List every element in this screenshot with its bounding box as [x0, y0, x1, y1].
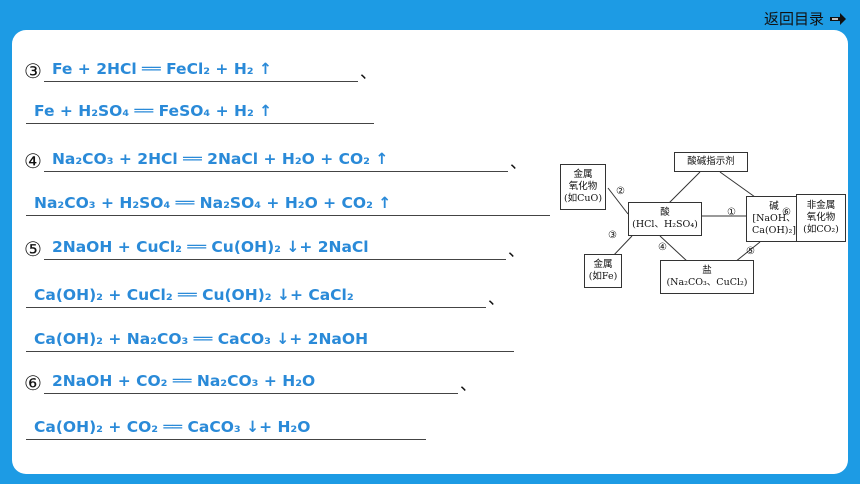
salt-box: 盐 (Na₂CO₃、CuCl₂) [660, 260, 754, 294]
equation-5c: Ca(OH)₂ + Na₂CO₃ ══ CaCO₃ ↓+ 2NaOH [26, 328, 514, 352]
marker-5: ⑤ [24, 237, 42, 261]
equation-text: Ca(OH)₂ + Na₂CO₃ ══ CaCO₃ ↓+ 2NaOH [26, 328, 514, 352]
marker-1: ① [727, 207, 736, 218]
nonmetal-oxide-line2: 氧化物 [806, 212, 836, 223]
base-example-2: Ca(OH)₂] [752, 225, 796, 236]
back-to-contents-button[interactable]: 返回目录 [764, 8, 848, 29]
separator: 、 [488, 289, 505, 309]
nonmetal-oxide-box: 非金属 氧化物 (如CO₂) [796, 194, 846, 242]
equation-4a: ④ Na₂CO₃ + 2HCl ══ 2NaCl + H₂O + CO₂ ↑ 、 [24, 148, 527, 172]
equation-6a: ⑥ 2NaOH + CO₂ ══ Na₂CO₃ + H₂O 、 [24, 370, 477, 394]
equation-text: Ca(OH)₂ + CuCl₂ ══ Cu(OH)₂ ↓+ CaCl₂ [26, 284, 486, 308]
acid-box: 酸 (HCl、H₂SO₄) [628, 202, 702, 236]
marker-4: ④ [658, 242, 667, 253]
marker-6: ⑥ [24, 371, 42, 395]
separator: 、 [359, 63, 377, 83]
marker-4: ④ [24, 149, 42, 173]
reaction-diagram: 酸碱指示剂 金属 氧化物 (如CuO) 酸 (HCl、H₂SO₄) 碱 [NaO… [560, 150, 848, 295]
marker-3: ③ [24, 59, 42, 83]
salt-title: 盐 [702, 265, 712, 276]
metal-oxide-box: 金属 氧化物 (如CuO) [560, 164, 606, 210]
equation-text: Fe + 2HCl ══ FeCl₂ + H₂ ↑ [43, 58, 358, 82]
metal-oxide-line2: 氧化物 [568, 181, 598, 192]
equation-text: 2NaOH + CuCl₂ ══ Cu(OH)₂ ↓+ 2NaCl [43, 236, 506, 260]
equation-text: Fe + H₂SO₄ ══ FeSO₄ + H₂ ↑ [26, 100, 374, 124]
metal-oxide-line3: (如CuO) [563, 193, 603, 204]
base-example-1: [NaOH、 [752, 213, 796, 224]
return-arrow-icon [828, 11, 848, 27]
metal-example: (如Fe) [588, 271, 618, 282]
separator: 、 [509, 153, 527, 173]
equation-3a: ③ Fe + 2HCl ══ FeCl₂ + H₂ ↑ 、 [24, 58, 377, 82]
equation-3b: Fe + H₂SO₄ ══ FeSO₄ + H₂ ↑ [26, 100, 374, 124]
equation-text: Na₂CO₃ + 2HCl ══ 2NaCl + H₂O + CO₂ ↑ [43, 148, 508, 172]
separator: 、 [507, 241, 525, 261]
marker-6: ⑥ [782, 207, 791, 218]
equation-text: Na₂CO₃ + H₂SO₄ ══ Na₂SO₄ + H₂O + CO₂ ↑ [26, 192, 550, 216]
metal-oxide-line1: 金属 [573, 169, 593, 180]
separator: 、 [459, 375, 477, 395]
equation-4b: Na₂CO₃ + H₂SO₄ ══ Na₂SO₄ + H₂O + CO₂ ↑ [26, 192, 550, 216]
metal-title: 金属 [593, 259, 613, 270]
nonmetal-oxide-line3: (如CO₂) [803, 224, 839, 235]
marker-5: ⑤ [746, 246, 755, 257]
marker-3: ③ [608, 230, 617, 241]
base-box: 碱 [NaOH、 Ca(OH)₂] [746, 196, 802, 242]
indicator-label: 酸碱指示剂 [687, 156, 735, 167]
equation-text: 2NaOH + CO₂ ══ Na₂CO₃ + H₂O [43, 370, 458, 394]
metal-box: 金属 (如Fe) [584, 254, 622, 288]
base-title: 碱 [769, 201, 779, 212]
acid-title: 酸 [660, 207, 670, 218]
marker-2: ② [616, 186, 625, 197]
acid-examples: (HCl、H₂SO₄) [632, 219, 698, 230]
equation-5a: ⑤ 2NaOH + CuCl₂ ══ Cu(OH)₂ ↓+ 2NaCl 、 [24, 236, 525, 260]
equation-text: Ca(OH)₂ + CO₂ ══ CaCO₃ ↓+ H₂O [26, 416, 426, 440]
content-card: ③ Fe + 2HCl ══ FeCl₂ + H₂ ↑ 、 Fe + H₂SO₄… [12, 30, 848, 474]
back-to-contents-label: 返回目录 [763, 10, 824, 28]
salt-examples: (Na₂CO₃、CuCl₂) [666, 277, 748, 288]
nonmetal-oxide-line1: 非金属 [806, 200, 836, 211]
indicator-box: 酸碱指示剂 [674, 152, 748, 172]
equation-5b: Ca(OH)₂ + CuCl₂ ══ Cu(OH)₂ ↓+ CaCl₂ 、 [26, 284, 505, 308]
equation-6b: Ca(OH)₂ + CO₂ ══ CaCO₃ ↓+ H₂O [26, 416, 426, 440]
